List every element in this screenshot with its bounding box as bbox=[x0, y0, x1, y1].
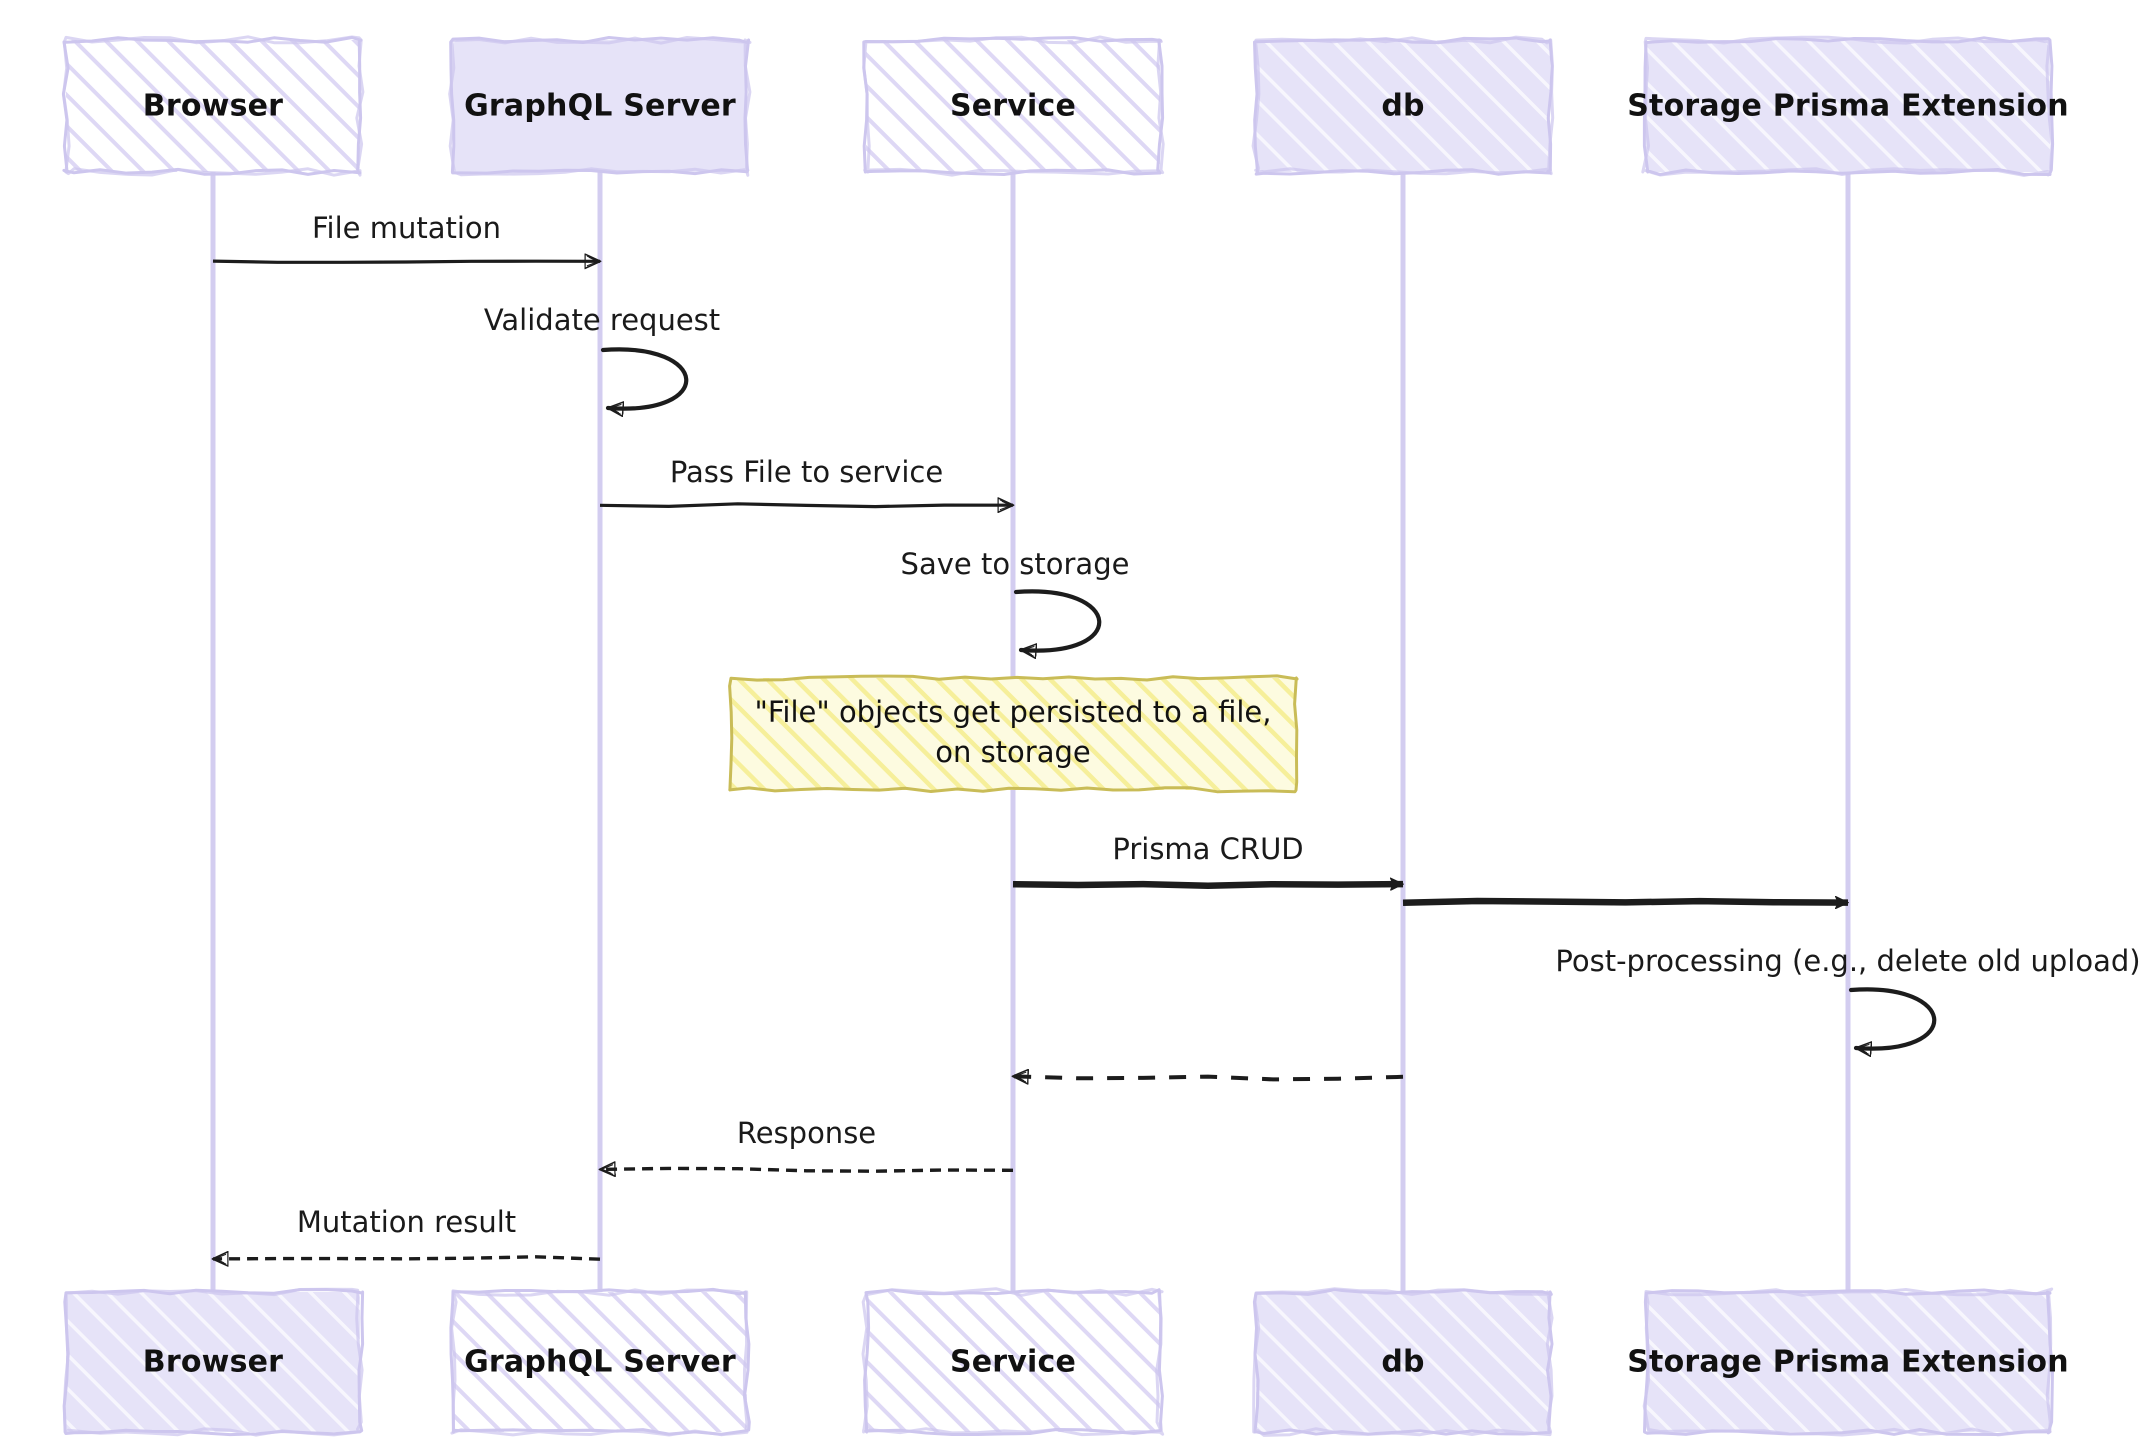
actor-box-service-top: Service bbox=[862, 35, 1165, 177]
message-save-to-storage: Save to storage bbox=[901, 547, 1130, 651]
actor-label-storage: Storage Prisma Extension bbox=[1627, 1345, 2069, 1380]
actor-box-outline-sketch bbox=[450, 1288, 749, 1437]
actor-label-graphql: GraphQL Server bbox=[464, 1345, 736, 1380]
message-label-mutation-result: Mutation result bbox=[297, 1205, 516, 1239]
actor-label-db: db bbox=[1381, 89, 1424, 124]
message-validate-request: Validate request bbox=[484, 303, 720, 409]
message-file-mutation: File mutation bbox=[212, 211, 600, 262]
message-response: Response bbox=[600, 1116, 1014, 1171]
actor-label-service: Service bbox=[950, 89, 1076, 124]
actor-box-graphql-top: GraphQL Server bbox=[448, 36, 752, 177]
actor-box-fill bbox=[866, 40, 1160, 172]
actor-box-fill bbox=[453, 40, 747, 172]
actor-box-browser-top: Browser bbox=[61, 35, 365, 177]
actor-box-fill bbox=[1646, 1292, 2050, 1432]
message-label-post-processing: Post-processing (e.g., delete old upload… bbox=[1555, 944, 2140, 978]
actor-box-outline-sketch bbox=[62, 35, 365, 177]
message-db-return bbox=[1013, 1076, 1404, 1079]
actor-box-fill bbox=[1256, 40, 1550, 172]
actor-box-fill bbox=[866, 1292, 1160, 1432]
actor-box-outline-sketch bbox=[1642, 1287, 2054, 1437]
message-label-response: Response bbox=[737, 1116, 876, 1150]
actor-label-service: Service bbox=[950, 1345, 1076, 1380]
actor-label-db: db bbox=[1381, 1345, 1424, 1380]
message-line bbox=[213, 1257, 601, 1259]
message-prisma-crud-extension bbox=[1402, 901, 1848, 903]
notes-group: "File" objects get persisted to a file, o… bbox=[728, 674, 1299, 794]
actor-box-storage-bottom: Storage Prisma Extension bbox=[1627, 1287, 2069, 1437]
actor-box-fill bbox=[453, 1292, 747, 1432]
actor-box-outline-sketch bbox=[1252, 1287, 1554, 1437]
actor-label-browser: Browser bbox=[143, 1345, 283, 1380]
message-label-file-mutation: File mutation bbox=[312, 211, 501, 245]
note-outline bbox=[728, 674, 1299, 794]
actor-box-fill bbox=[66, 40, 360, 172]
actor-box-graphql-bottom: GraphQL Server bbox=[449, 1287, 751, 1437]
actor-label-storage: Storage Prisma Extension bbox=[1627, 89, 2069, 124]
actor-box-service-bottom: Service bbox=[861, 1287, 1165, 1437]
note-file-persist-note: "File" objects get persisted to a file, o… bbox=[728, 674, 1299, 794]
message-line bbox=[1013, 1076, 1404, 1079]
message-line bbox=[212, 261, 600, 262]
message-line bbox=[1402, 901, 1848, 903]
actor-box-outline-sketch bbox=[62, 1287, 364, 1437]
message-label-validate-request: Validate request bbox=[484, 303, 720, 337]
actor-box-outline-sketch bbox=[1251, 35, 1555, 176]
message-pass-file-to-service: Pass File to service bbox=[599, 455, 1013, 507]
message-label-save-to-storage: Save to storage bbox=[901, 547, 1130, 581]
message-line bbox=[1012, 884, 1403, 886]
note-text-line: on storage bbox=[935, 735, 1091, 769]
message-mutation-result: Mutation result bbox=[213, 1205, 601, 1259]
self-loop-path bbox=[600, 347, 689, 408]
actor-box-storage-top: Storage Prisma Extension bbox=[1627, 35, 2069, 177]
actor-box-outline-sketch bbox=[1641, 35, 2054, 177]
actor-box-fill bbox=[1256, 1292, 1550, 1432]
actor-box-browser-bottom: Browser bbox=[62, 1287, 365, 1437]
actor-box-fill bbox=[66, 1292, 360, 1432]
message-post-processing: Post-processing (e.g., delete old upload… bbox=[1555, 944, 2141, 1049]
note-fill bbox=[731, 678, 1295, 790]
actor-box-db-top: db bbox=[1251, 35, 1555, 176]
message-line bbox=[599, 504, 1013, 507]
self-loop-path bbox=[1013, 589, 1102, 650]
actor-box-outline-sketch bbox=[448, 36, 752, 177]
message-label-pass-file-to-service: Pass File to service bbox=[670, 455, 943, 489]
actor-box-db-bottom: db bbox=[1252, 1287, 1554, 1437]
message-line bbox=[600, 1168, 1014, 1171]
actor-label-browser: Browser bbox=[143, 89, 283, 124]
actor-box-outline-sketch bbox=[861, 1287, 1165, 1437]
message-label-prisma-crud: Prisma CRUD bbox=[1112, 832, 1303, 866]
actor-label-graphql: GraphQL Server bbox=[464, 89, 736, 124]
actor-box-fill bbox=[1646, 40, 2050, 172]
note-text-line: "File" objects get persisted to a file, bbox=[755, 695, 1272, 729]
message-prisma-crud: Prisma CRUD bbox=[1012, 832, 1403, 886]
self-loop-path bbox=[1848, 987, 1937, 1048]
actor-box-outline-sketch bbox=[862, 35, 1165, 177]
